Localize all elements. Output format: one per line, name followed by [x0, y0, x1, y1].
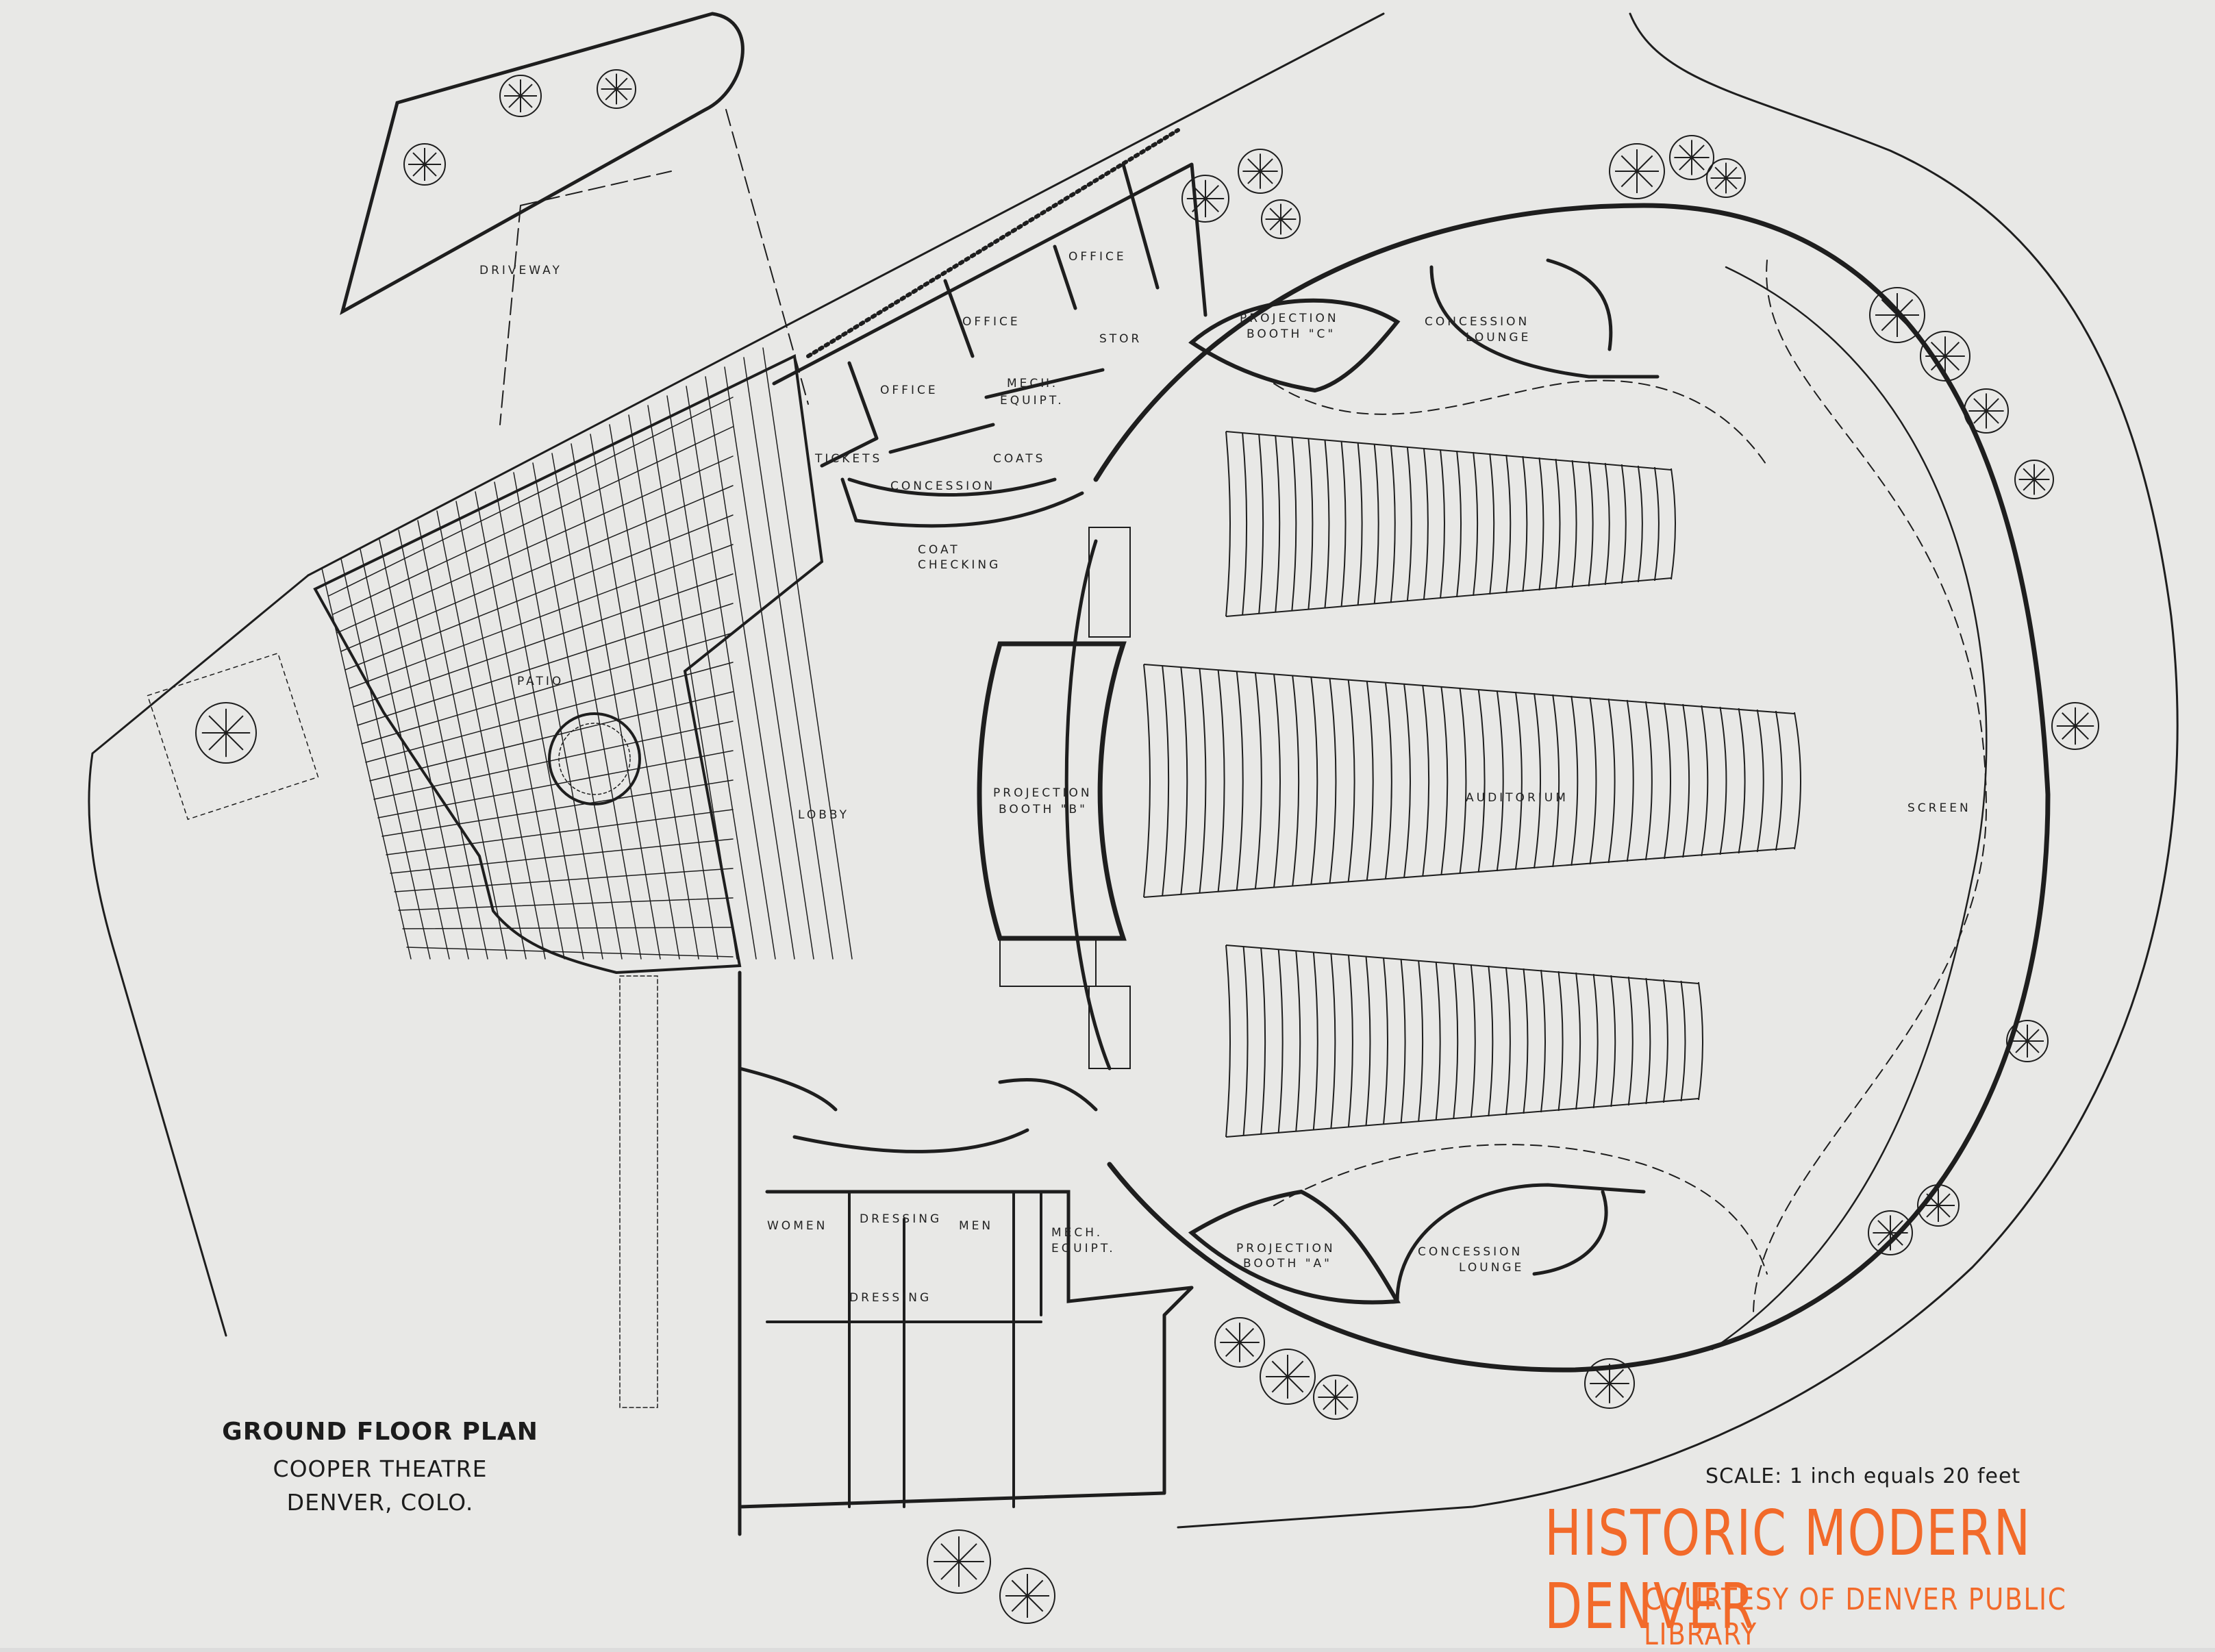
label-lobby: LOBBY [798, 808, 849, 822]
aisle-path [1753, 260, 1988, 1316]
label-projection-c-1: PROJECTION [1240, 312, 1339, 325]
screen-curve [1711, 266, 1988, 1351]
label-office-2: OFFICE [962, 315, 1021, 329]
building-name: COOPER THEATRE [273, 1455, 488, 1482]
label-driveway: DRIVEWAY [479, 264, 562, 277]
label-mech-2: EQUIPT. [1000, 394, 1064, 408]
label-auditorium: AUDITORIUM [1466, 791, 1568, 805]
office-partitions [820, 162, 1160, 468]
label-mech-lower-1: MECH. [1051, 1226, 1103, 1240]
patio-grid [321, 347, 853, 960]
label-projection-b-1: PROJECTION [993, 786, 1092, 800]
label-projection-a-1: PROJECTION [1236, 1242, 1336, 1255]
office-wing-storefront [806, 128, 1180, 358]
label-coat-checking-2: CHECKING [918, 558, 1001, 572]
site-boundary [1177, 12, 2179, 1529]
driveway-planter [340, 12, 744, 316]
label-women: WOMEN [767, 1219, 827, 1233]
planting-strip [619, 975, 658, 1408]
office-wing-outer [772, 162, 1207, 528]
label-concession-lounge-top-2: LOUNGE [1466, 331, 1531, 345]
front-aisle [1273, 379, 1768, 1275]
lounge-bottom [1395, 1183, 1646, 1303]
label-projection-b-2: BOOTH "B" [999, 803, 1088, 816]
building-location: DENVER, COLO. [286, 1489, 474, 1516]
patio-outline [313, 353, 824, 975]
patio-planter-inner [558, 723, 631, 795]
watermark-title: HISTORIC MODERN DENVER [1544, 1497, 2031, 1643]
lounge-top [1429, 258, 1660, 379]
label-concession-lounge-bottom-1: CONCESSION [1418, 1245, 1523, 1259]
projection-booth-b [977, 641, 1127, 941]
label-patio: PATIO [517, 675, 564, 688]
projection-booth-c [1188, 298, 1401, 393]
label-concession-lounge-bottom-2: LOUNGE [1459, 1261, 1524, 1275]
label-mech-1: MECH. [1007, 377, 1058, 390]
label-concession-lounge-top-1: CONCESSION [1425, 315, 1529, 329]
label-tickets: TICKETS [814, 452, 882, 466]
label-dressing-2: DRESSING [849, 1291, 931, 1305]
label-screen: SCREEN [1907, 801, 1971, 815]
auditorium-seating [1143, 431, 1801, 1138]
label-projection-c-2: BOOTH "C" [1247, 327, 1336, 341]
label-concession-main: CONCESSION [890, 479, 995, 493]
landscape-trees [195, 69, 2099, 1624]
projection-booth-a [1188, 1189, 1401, 1305]
title-block: GROUND FLOOR PLAN COOPER THEATRE DENVER,… [209, 1418, 551, 1516]
rotunda-wall [1093, 203, 2051, 1373]
label-coat-checking-1: COAT [918, 543, 960, 557]
watermark-credit: COURTESY OF DENVER PUBLIC LIBRARY [1644, 1582, 2067, 1652]
label-men: MEN [959, 1219, 993, 1233]
label-dressing-1: DRESSING [860, 1212, 942, 1226]
stairs-lower [999, 938, 1131, 1069]
plan-title: GROUND FLOOR PLAN [222, 1418, 538, 1446]
restroom-partitions [766, 1190, 1042, 1508]
label-stor: STOR [1099, 332, 1142, 346]
scale-note: SCALE: 1 inch equals 20 feet [1705, 1464, 2021, 1488]
west-planter [147, 652, 319, 821]
street-line [307, 12, 1385, 577]
restroom-wing [738, 971, 1194, 1536]
label-office-3: OFFICE [880, 384, 938, 397]
driveway-centerline [499, 109, 809, 425]
label-coats: COATS [993, 452, 1045, 466]
label-office-1: OFFICE [1068, 250, 1127, 264]
concession-counter [840, 477, 1057, 523]
lobby-lower-wall [738, 1066, 1098, 1153]
label-mech-lower-2: EQUIPT. [1051, 1242, 1116, 1255]
patio-planter [548, 712, 641, 805]
stairs-upper [1088, 527, 1131, 638]
west-boundary [88, 574, 310, 1337]
label-projection-a-2: BOOTH "A" [1243, 1257, 1332, 1271]
